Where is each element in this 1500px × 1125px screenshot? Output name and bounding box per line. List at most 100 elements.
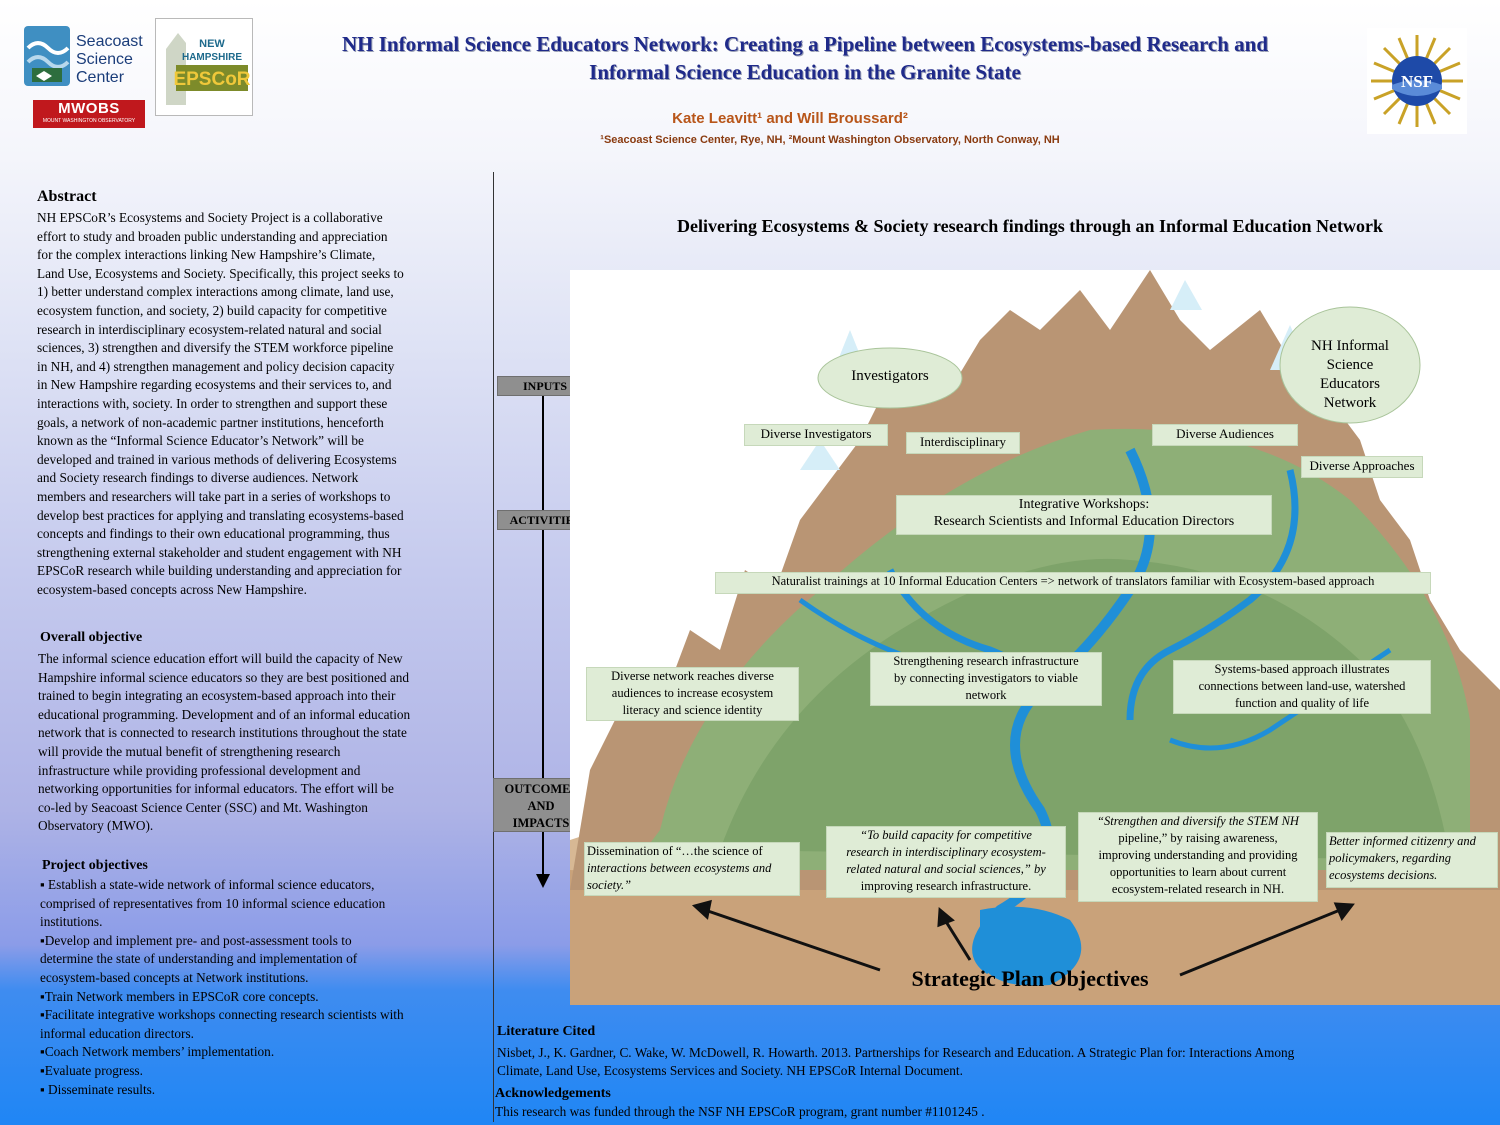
research-capacity-box: “To build capacity for competitive resea… — [826, 826, 1066, 898]
project-objective-line: ▪Facilitate integrative workshops connec… — [40, 1007, 404, 1023]
stage-activities: ACTIVITIES — [497, 510, 593, 530]
diverse-network-box: Diverse network reaches diverse audience… — [586, 667, 799, 721]
cloud-network-line: NH Informal — [1311, 338, 1389, 354]
abstract-line: strengthening external stakeholder and s… — [37, 544, 402, 560]
title-line-1: NH Informal Science Educators Network: C… — [341, 32, 1269, 56]
cloud-network-line: Network — [1323, 395, 1377, 411]
overall-line: co-led by Seacoast Science Center (SSC) … — [38, 799, 368, 815]
column-divider — [493, 172, 494, 1122]
citizenry-line: policymakers, regarding — [1329, 851, 1451, 865]
workshops-line: Research Scientists and Informal Educati… — [933, 514, 1235, 529]
abstract-line: ecosystem-based concepts across New Hamp… — [37, 581, 307, 597]
project-objective-line: ▪ Establish a state-wide network of info… — [40, 877, 375, 892]
capacity-line: related natural and social sciences,” by — [846, 862, 1046, 876]
systems-approach-box: Systems-based approach illustrates conne… — [1173, 660, 1431, 714]
poster-title: NH Informal Science Educators Network: C… — [270, 30, 1340, 86]
naturalist-trainings-box: Naturalist trainings at 10 Informal Educ… — [715, 572, 1431, 594]
capacity-line: “To build capacity for competitive — [860, 828, 1032, 842]
stage-outcomes-line: OUTCOMES — [504, 782, 578, 796]
diverse-network-line: literacy and science identity — [622, 703, 763, 717]
title-line-2: Informal Science Education in the Granit… — [589, 60, 1021, 84]
diverse-network-line: audiences to increase ecosystem — [611, 686, 774, 700]
abstract-line: NH EPSCoR’s Ecosystems and Society Proje… — [37, 210, 383, 225]
workshops-line: Integrative Workshops: — [1018, 497, 1150, 512]
capacity-line: research in interdisciplinary ecosystem- — [846, 845, 1046, 859]
overall-objective-heading: Overall objective — [40, 630, 143, 645]
watershed-diagram: Investigators NH Informal Science Educat… — [570, 270, 1500, 1005]
dissemination-line: Dissemination of “…the science of — [587, 844, 763, 858]
dissemination-box: Dissemination of “…the science of intera… — [584, 842, 800, 896]
abstract-line: research in interdisciplinary ecosystem-… — [37, 321, 382, 337]
acknowledgements-heading: Acknowledgements — [495, 1086, 611, 1101]
project-objective-line: institutions. — [40, 914, 103, 930]
overall-line: will provide the mutual benefit of stren… — [38, 743, 341, 759]
literature-cited-body: Nisbet, J., K. Gardner, C. Wake, W. McDo… — [497, 1044, 1487, 1079]
nsf-logo: NSF — [1367, 28, 1467, 134]
authors: Kate Leavitt¹ and Will Broussard² — [672, 110, 908, 127]
overall-line: The informal science education effort wi… — [38, 651, 403, 666]
label-diverse-approaches: Diverse Approaches — [1301, 456, 1423, 478]
mwobs-text: MWOBS — [58, 100, 120, 117]
abstract-line: ecosystem function, and society, 2) buil… — [37, 302, 387, 318]
strengthening-line: by connecting investigators to viable — [894, 671, 1078, 685]
citizenry-line: Better informed citizenry and — [1329, 834, 1476, 848]
overall-line: Hampshire informal science educators so … — [38, 669, 410, 685]
seacoast-science-center-logo: Seacoast Science Center — [22, 22, 152, 92]
cloud-nh-network: NH Informal Science Educators Network — [1280, 337, 1420, 413]
capacity-line: improving research infrastructure. — [860, 879, 1032, 893]
cloud-network-line: Educators — [1320, 376, 1380, 392]
label-diverse-investigators: Diverse Investigators — [744, 424, 888, 446]
abstract-line: in New Hampshire regarding ecosystems an… — [37, 377, 392, 393]
diverse-network-line: Diverse network reaches diverse — [611, 669, 774, 683]
affiliations: ¹Seacoast Science Center, Rye, NH, ²Moun… — [600, 134, 1060, 146]
overall-line: infrastructure while providing professio… — [38, 762, 361, 778]
project-objective-line: ▪Evaluate progress. — [40, 1062, 143, 1078]
overall-line: networking opportunities for informal ed… — [38, 781, 394, 797]
strategic-plan-objectives: Strategic Plan Objectives — [911, 966, 1149, 991]
abstract-line: concepts and findings to their own educa… — [37, 526, 390, 542]
project-objective-line: ▪Train Network members in EPSCoR core co… — [40, 988, 319, 1004]
project-objective-line: ▪ Disseminate results. — [40, 1081, 156, 1097]
nh-line3: EPSCoR — [173, 69, 250, 90]
overall-line: network that is connected to research in… — [38, 725, 407, 741]
stem-line: improving understanding and providing — [1098, 848, 1298, 862]
integrative-workshops-box: Integrative Workshops: Research Scientis… — [896, 495, 1272, 535]
stem-line: opportunities to learn about current — [1109, 865, 1287, 879]
project-objective-line: ▪Coach Network members’ implementation. — [40, 1044, 275, 1060]
abstract-line: in NH, and 4) strengthen management and … — [37, 358, 395, 374]
nsf-icon: NSF — [1371, 35, 1463, 127]
nh-epscor-logo: NEW HAMPSHIRE EPSCoR — [155, 18, 253, 116]
nh-line2: HAMPSHIRE — [182, 52, 242, 63]
abstract-line: known as the “Informal Science Educator’… — [37, 433, 364, 449]
ssc-line3: Center — [76, 69, 125, 86]
stem-line: ecosystem-related research in NH. — [1111, 882, 1285, 896]
project-objective-line: informal education directors. — [40, 1025, 194, 1041]
nh-line1: NEW — [199, 38, 225, 50]
nsf-text: NSF — [1401, 72, 1433, 91]
project-objectives-list: ▪ Establish a state-wide network of info… — [40, 876, 480, 1099]
overall-line: educational programming. Development and… — [38, 706, 411, 722]
abstract-line: interactions with, society. In order to … — [37, 395, 388, 411]
project-objective-line: ecosystem-based concepts at Network inst… — [40, 969, 309, 985]
systems-line: connections between land-use, watershed — [1198, 679, 1406, 693]
abstract-line: 1) better understand complex interaction… — [37, 284, 394, 300]
abstract-line: goals, a network of non-academic partner… — [37, 414, 384, 430]
strengthening-line: Strengthening research infrastructure — [893, 654, 1079, 668]
ssc-line1: Seacoast — [76, 33, 143, 50]
cloud-network-line: Science — [1326, 357, 1374, 373]
literature-cited-heading: Literature Cited — [497, 1024, 596, 1039]
systems-line: Systems-based approach illustrates — [1214, 662, 1390, 676]
label-diverse-audiences: Diverse Audiences — [1152, 424, 1298, 446]
overall-line: Observatory (MWO). — [38, 818, 154, 834]
abstract-line: effort to study and broaden public under… — [37, 228, 388, 244]
mwobs-logo: MWOBS MOUNT WASHINGTON OBSERVATORY — [33, 100, 145, 128]
citizenry-line: ecosystems decisions. — [1329, 868, 1438, 882]
ssc-logo-icon: Seacoast Science Center — [24, 26, 143, 86]
project-objective-line: ▪Develop and implement pre- and post-ass… — [40, 932, 352, 948]
systems-line: function and quality of life — [1235, 696, 1369, 710]
project-objective-line: comprised of representatives from 10 inf… — [40, 895, 386, 911]
abstract-line: for the complex interactions linking New… — [37, 247, 376, 263]
abstract-line: sciences, 3) strengthen and diversify th… — [37, 340, 394, 356]
acknowledgements-body: This research was funded through the NSF… — [495, 1104, 985, 1119]
ssc-line2: Science — [76, 51, 133, 68]
